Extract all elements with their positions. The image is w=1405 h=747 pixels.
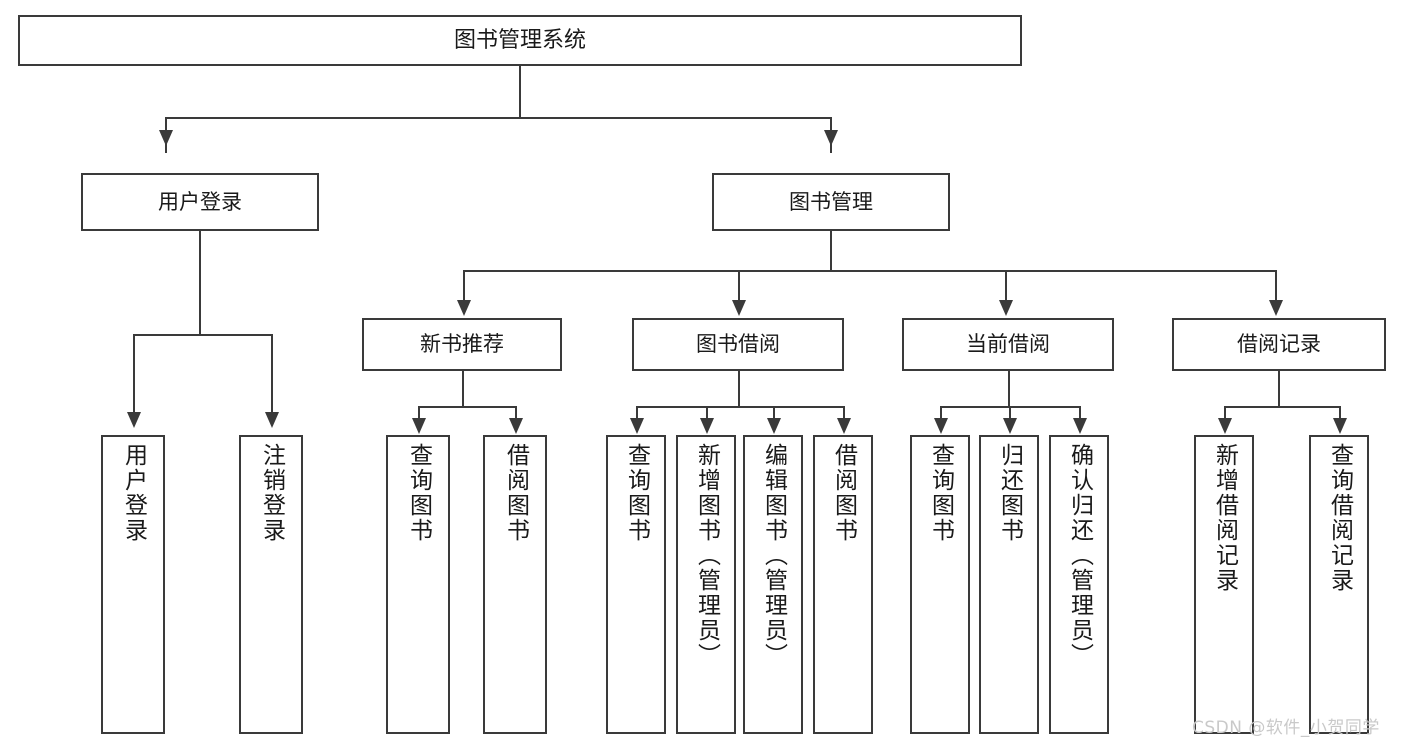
connector-bb-drop-2 (706, 406, 708, 425)
leaf-br-add-record[interactable]: 新增借阅记录 (1194, 435, 1254, 734)
connector-user-login-drop-1 (133, 334, 135, 422)
connector-cb-drop-3 (1079, 406, 1081, 425)
arrow-to-leaf-user-login (127, 412, 141, 428)
connector-bb-stem (738, 371, 740, 407)
node-label: 图书借阅 (696, 332, 780, 357)
node-label: 新增图书（管理员） (693, 443, 720, 668)
connector-br-drop-2 (1339, 406, 1341, 425)
node-label: 查询图书 (405, 443, 432, 543)
leaf-bb-query-book[interactable]: 查询图书 (606, 435, 666, 734)
leaf-cb-query-book[interactable]: 查询图书 (910, 435, 970, 734)
connector-bb-drop-3 (773, 406, 775, 425)
node-current-borrow[interactable]: 当前借阅 (902, 318, 1114, 371)
arrow-bb-leaf-1 (630, 418, 644, 434)
node-label: 当前借阅 (966, 332, 1050, 357)
node-book-management[interactable]: 图书管理 (712, 173, 950, 231)
connector-br-bus (1224, 406, 1340, 408)
connector-root-bus (165, 117, 832, 119)
leaf-bb-borrow-book[interactable]: 借阅图书 (813, 435, 873, 734)
leaf-bb-edit-book-admin[interactable]: 编辑图书（管理员） (743, 435, 803, 734)
connector-book-management-bus (463, 270, 1275, 272)
connector-book-management-stem (830, 231, 832, 271)
arrow-br-leaf-2 (1333, 418, 1347, 434)
leaf-cb-return-book[interactable]: 归还图书 (979, 435, 1039, 734)
leaf-cb-confirm-return-admin[interactable]: 确认归还（管理员） (1049, 435, 1109, 734)
arrow-root-to-user-login (159, 130, 173, 146)
connector-br-drop-1 (1224, 406, 1226, 425)
arrow-bb-leaf-3 (767, 418, 781, 434)
connector-bm-drop-1 (463, 270, 465, 304)
arrow-nbr-leaf-2 (509, 418, 523, 434)
connector-user-login-stem (199, 231, 201, 335)
connector-bb-bus (636, 406, 845, 408)
arrow-br-leaf-1 (1218, 418, 1232, 434)
connector-user-login-drop-2 (271, 334, 273, 422)
node-new-book-recommend[interactable]: 新书推荐 (362, 318, 562, 371)
leaf-user-login[interactable]: 用户登录 (101, 435, 165, 734)
arrow-bb-leaf-4 (837, 418, 851, 434)
node-label: 查询借阅记录 (1326, 443, 1353, 593)
node-label: 注销登录 (258, 443, 285, 543)
connector-cb-drop-2 (1009, 406, 1011, 425)
node-label: 借阅图书 (502, 443, 529, 543)
node-label: 借阅记录 (1237, 332, 1321, 357)
node-label: 新增借阅记录 (1211, 443, 1238, 593)
node-label: 新书推荐 (420, 332, 504, 357)
connector-bm-drop-4 (1275, 270, 1277, 304)
arrow-bb-leaf-2 (700, 418, 714, 434)
node-borrow-record[interactable]: 借阅记录 (1172, 318, 1386, 371)
node-root-book-management-system[interactable]: 图书管理系统 (18, 15, 1022, 66)
connector-bm-drop-2 (738, 270, 740, 304)
arrow-cb-leaf-3 (1073, 418, 1087, 434)
leaf-logout[interactable]: 注销登录 (239, 435, 303, 734)
node-label: 查询图书 (927, 443, 954, 543)
arrow-cb-leaf-2 (1003, 418, 1017, 434)
connector-bb-drop-4 (843, 406, 845, 425)
node-label: 图书管理 (789, 189, 873, 214)
node-user-login[interactable]: 用户登录 (81, 173, 319, 231)
connector-user-login-bus (133, 334, 273, 336)
connector-nbr-drop-2 (515, 406, 517, 425)
arrow-to-borrow-record (1269, 300, 1283, 316)
connector-br-stem (1278, 371, 1280, 407)
node-label: 编辑图书（管理员） (760, 443, 787, 668)
node-label: 用户登录 (158, 189, 242, 214)
arrow-nbr-leaf-1 (412, 418, 426, 434)
arrow-to-current-borrow (999, 300, 1013, 316)
connector-root-stem (519, 66, 521, 118)
arrow-to-new-book-recommend (457, 300, 471, 316)
connector-bb-drop-1 (636, 406, 638, 425)
node-book-borrow[interactable]: 图书借阅 (632, 318, 844, 371)
node-label: 用户登录 (120, 443, 147, 543)
connector-cb-drop-1 (940, 406, 942, 425)
arrow-root-to-book-management (824, 130, 838, 146)
node-label: 查询图书 (623, 443, 650, 543)
node-label: 图书管理系统 (453, 27, 586, 53)
connector-nbr-drop-1 (418, 406, 420, 425)
node-label: 确认归还（管理员） (1066, 443, 1093, 668)
csdn-watermark: CSDN @软件_小贺同学 (1192, 718, 1380, 738)
leaf-br-query-record[interactable]: 查询借阅记录 (1309, 435, 1369, 734)
arrow-cb-leaf-1 (934, 418, 948, 434)
connector-bm-drop-3 (1005, 270, 1007, 304)
node-label: 归还图书 (996, 443, 1023, 543)
node-label: 借阅图书 (830, 443, 857, 543)
leaf-nbr-borrow-book[interactable]: 借阅图书 (483, 435, 547, 734)
leaf-nbr-query-book[interactable]: 查询图书 (386, 435, 450, 734)
arrow-to-leaf-logout (265, 412, 279, 428)
leaf-bb-add-book-admin[interactable]: 新增图书（管理员） (676, 435, 736, 734)
connector-nbr-bus (418, 406, 516, 408)
arrow-to-book-borrow (732, 300, 746, 316)
connector-nbr-stem (462, 371, 464, 407)
connector-cb-stem (1008, 371, 1010, 407)
